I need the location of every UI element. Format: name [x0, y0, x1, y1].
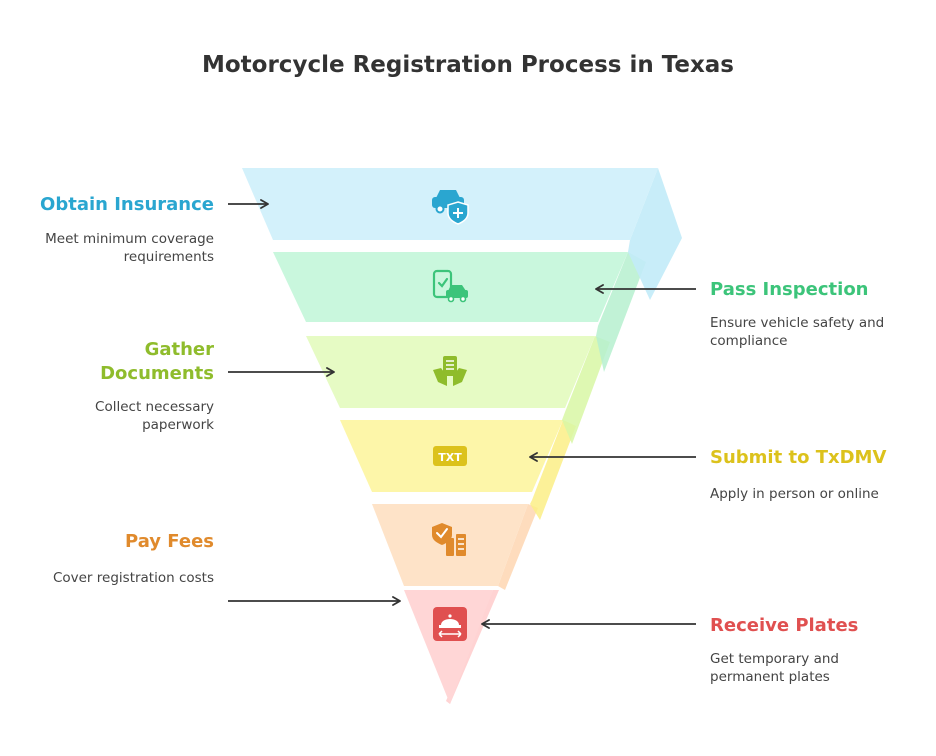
label-submit-txdmv: Submit to TxDMV — [710, 447, 887, 468]
layer-side — [596, 252, 646, 372]
desc-receive-plates: Get temporary and permanent plates — [710, 651, 839, 685]
layer-side — [628, 168, 682, 300]
svg-text:TXT: TXT — [438, 451, 462, 464]
layer-side — [562, 336, 610, 444]
layer-front — [404, 590, 493, 704]
desc-obtain-insurance: Meet minimum coverage requirements — [45, 231, 214, 265]
car-shield-icon — [432, 190, 469, 225]
desc-submit-txdmv: Apply in person or online — [710, 486, 879, 502]
label-pass-inspection: Pass Inspection — [710, 279, 869, 300]
label-obtain-insurance: Obtain Insurance — [40, 194, 214, 215]
layer-side — [498, 504, 538, 590]
desc-pass-inspection: Ensure vehicle safety and compliance — [710, 315, 885, 349]
page-title: Motorcycle Registration Process in Texas — [201, 52, 734, 78]
desc-gather-documents: Collect necessary paperwork — [95, 399, 214, 433]
layer-side — [530, 420, 576, 520]
txt-file-icon: TXT — [433, 446, 467, 466]
label-gather-documents: Gather Documents — [100, 339, 214, 384]
desc-pay-fees: Cover registration costs — [52, 570, 214, 586]
fees-receipt-icon — [432, 523, 466, 556]
checklist-car-icon — [432, 269, 468, 303]
hands-document-icon — [433, 356, 467, 386]
funnel-layer-pay-fees — [372, 504, 538, 590]
funnel-layer-receive-plates — [404, 590, 499, 704]
label-pay-fees: Pay Fees — [125, 531, 214, 552]
plate-bell-icon — [433, 607, 467, 641]
label-receive-plates: Receive Plates — [710, 615, 859, 636]
